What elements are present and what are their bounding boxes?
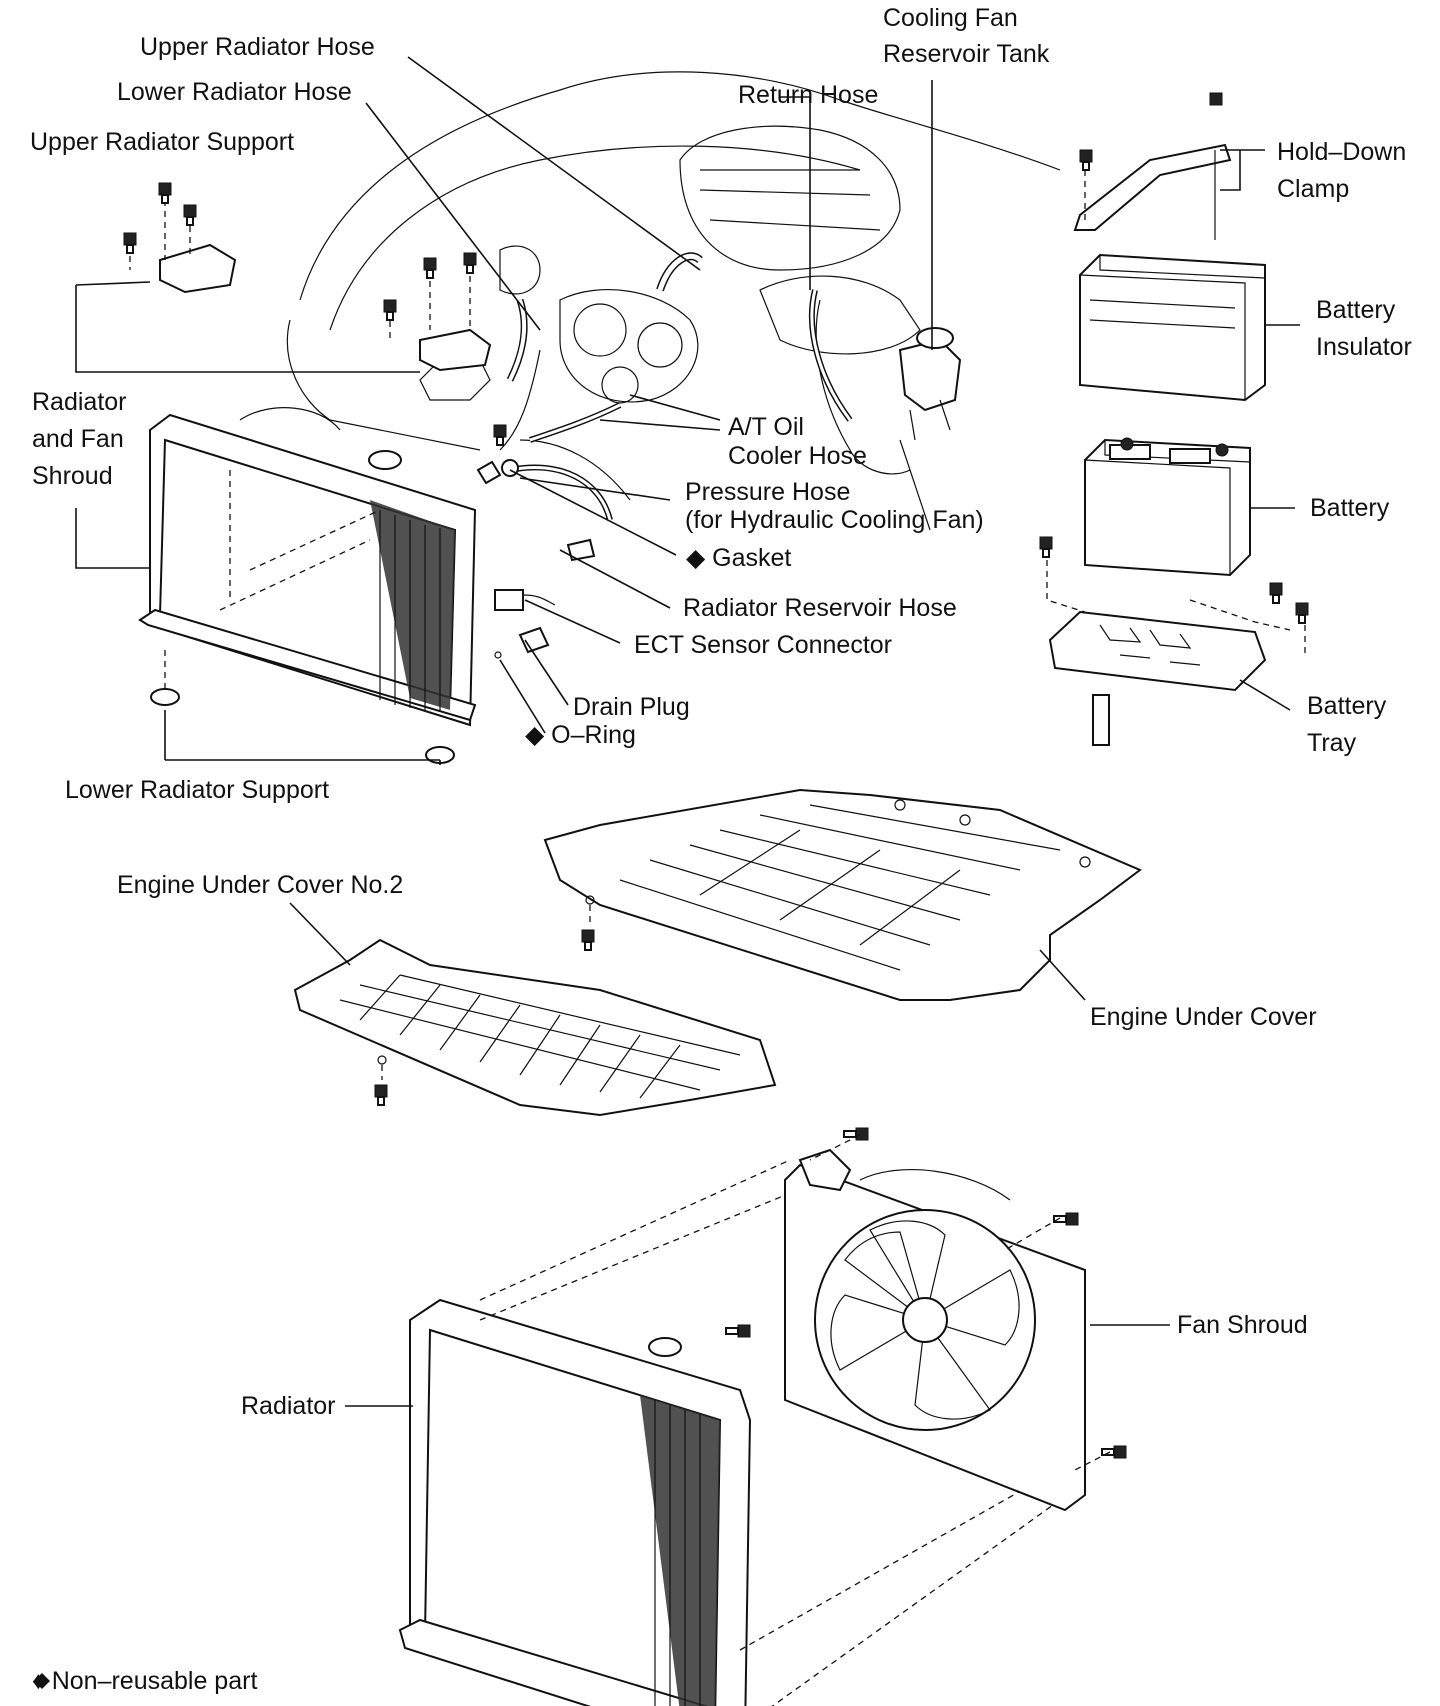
bolt-icon bbox=[123, 232, 137, 254]
hold-down-clamp-part bbox=[1073, 143, 1232, 240]
cooling-fan-reservoir-tank-label: Cooling Fan Reservoir Tank bbox=[883, 4, 1050, 68]
fan-shroud-part bbox=[784, 1134, 1111, 1512]
bolt-icon bbox=[1269, 582, 1283, 604]
upper-radiator-hose-label: Upper Radiator Hose bbox=[140, 33, 375, 61]
bolt-icon bbox=[183, 204, 197, 226]
at-oil-cooler-hose-label: A/T Oil Cooler Hose bbox=[728, 413, 867, 470]
non-reusable-markers bbox=[34, 1673, 50, 1689]
engine-bay-illustration bbox=[286, 71, 1061, 531]
gasket-label: ◆ Gasket bbox=[686, 544, 792, 572]
non-reusable-footnote: ♦ Non–reusable part bbox=[32, 1667, 258, 1695]
battery-insulator-label: Battery Insulator bbox=[1316, 296, 1412, 361]
bolt-icon bbox=[383, 299, 397, 321]
bolt-icon bbox=[493, 424, 507, 446]
return-hose-label: Return Hose bbox=[738, 81, 879, 109]
bolt-icon bbox=[423, 257, 437, 279]
bolt-icon bbox=[1295, 602, 1309, 624]
o-ring-label: ◆ O–Ring bbox=[525, 721, 636, 749]
bolt-icon bbox=[463, 252, 477, 274]
bolt-icon bbox=[1039, 536, 1053, 558]
fan-shroud-label: Fan Shroud bbox=[1177, 1311, 1308, 1339]
bolt-icon bbox=[158, 182, 172, 204]
radiator-part bbox=[398, 1159, 1061, 1706]
bolt-icon bbox=[581, 929, 595, 951]
engine-under-cover-label: Engine Under Cover bbox=[1090, 1003, 1317, 1031]
radiator-and-fan-shroud-label: Radiator and Fan Shroud bbox=[32, 388, 127, 490]
bolt-icon bbox=[1053, 1212, 1079, 1226]
fan-blades bbox=[830, 1220, 1020, 1420]
battery-label: Battery bbox=[1310, 494, 1390, 522]
ect-sensor-connector-label: ECT Sensor Connector bbox=[634, 631, 892, 659]
bolt-icon bbox=[1209, 92, 1223, 106]
hold-down-clamp-label: Hold–Down Clamp bbox=[1277, 138, 1407, 203]
leader-lines bbox=[75, 56, 1300, 1407]
bolt-icons bbox=[123, 92, 1309, 1459]
bolt-icon bbox=[725, 1324, 751, 1338]
battery-tray-label: Battery Tray bbox=[1307, 692, 1387, 757]
upper-radiator-support-part bbox=[129, 200, 492, 372]
engine-under-cover-part bbox=[543, 788, 1142, 1001]
drain-plug-label: Drain Plug bbox=[573, 693, 690, 721]
engine-under-cover-no2-part bbox=[293, 938, 777, 1117]
bolt-icon bbox=[1079, 149, 1093, 171]
hoses-illustration bbox=[506, 252, 853, 521]
upper-radiator-support-label: Upper Radiator Support bbox=[30, 128, 295, 156]
bolt-icon bbox=[1101, 1445, 1127, 1459]
bolt-icon bbox=[843, 1127, 869, 1141]
engine-under-cover-no2-label: Engine Under Cover No.2 bbox=[117, 871, 404, 899]
radiator-reservoir-hose-label: Radiator Reservoir Hose bbox=[683, 594, 957, 622]
radiator-label: Radiator bbox=[241, 1392, 336, 1420]
pressure-hose-label: Pressure Hose (for Hydraulic Cooling Fan… bbox=[685, 478, 984, 534]
radiator-and-fan-shroud-part bbox=[138, 407, 477, 764]
battery-part bbox=[1084, 437, 1251, 577]
lower-radiator-hose-label: Lower Radiator Hose bbox=[117, 78, 352, 106]
battery-tray-part bbox=[1046, 560, 1306, 746]
connectors-illustration bbox=[476, 459, 596, 659]
cooling-fan-reservoir-tank-part bbox=[898, 327, 962, 441]
bolt-icon bbox=[374, 1084, 388, 1106]
battery-insulator-part bbox=[1079, 253, 1266, 402]
lower-radiator-support-label: Lower Radiator Support bbox=[65, 776, 330, 804]
